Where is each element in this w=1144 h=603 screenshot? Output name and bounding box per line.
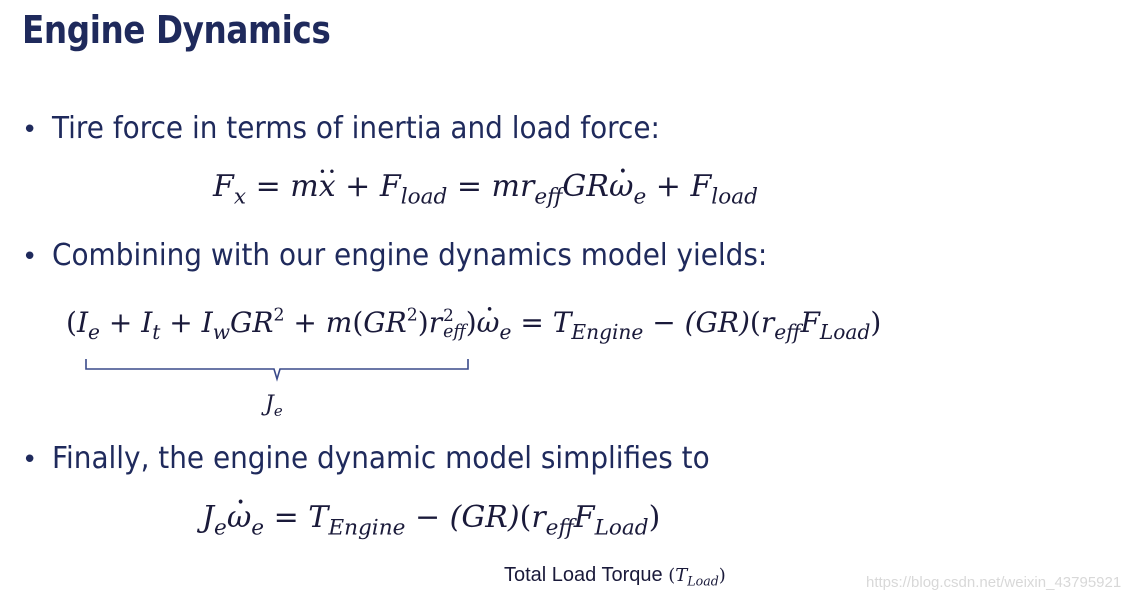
bullet-text: Combining with our engine dynamics model… [52,238,768,273]
slide-title: Engine Dynamics [22,8,331,52]
caption-symbol: (TLoad) [668,565,726,589]
underbrace-label-je: Je [265,392,283,421]
bullet-marker: • [22,445,38,475]
equation-tire-force: Fx = mx + Fload = mreffGRωe + Fload [213,169,758,208]
caption-total-load-torque: Total Load Torque (TLoad) [504,564,726,589]
bullet-combining: • Combining with our engine dynamics mod… [22,238,821,273]
bullet-text: Tire force in terms of inertia and load … [52,111,660,146]
bullet-finally: • Finally, the engine dynamic model simp… [22,441,759,476]
bullet-marker: • [22,115,38,145]
bullet-marker: • [22,242,38,272]
equation-simplified: Jeωe = TEngine − (GR)(reffFLoad) [202,500,660,539]
bullet-text: Finally, the engine dynamic model simpli… [52,441,710,476]
bullet-tire-force: • Tire force in terms of inertia and loa… [22,111,706,146]
watermark: https://blog.csdn.net/weixin_43795921 [866,574,1122,591]
underbrace [85,359,469,382]
